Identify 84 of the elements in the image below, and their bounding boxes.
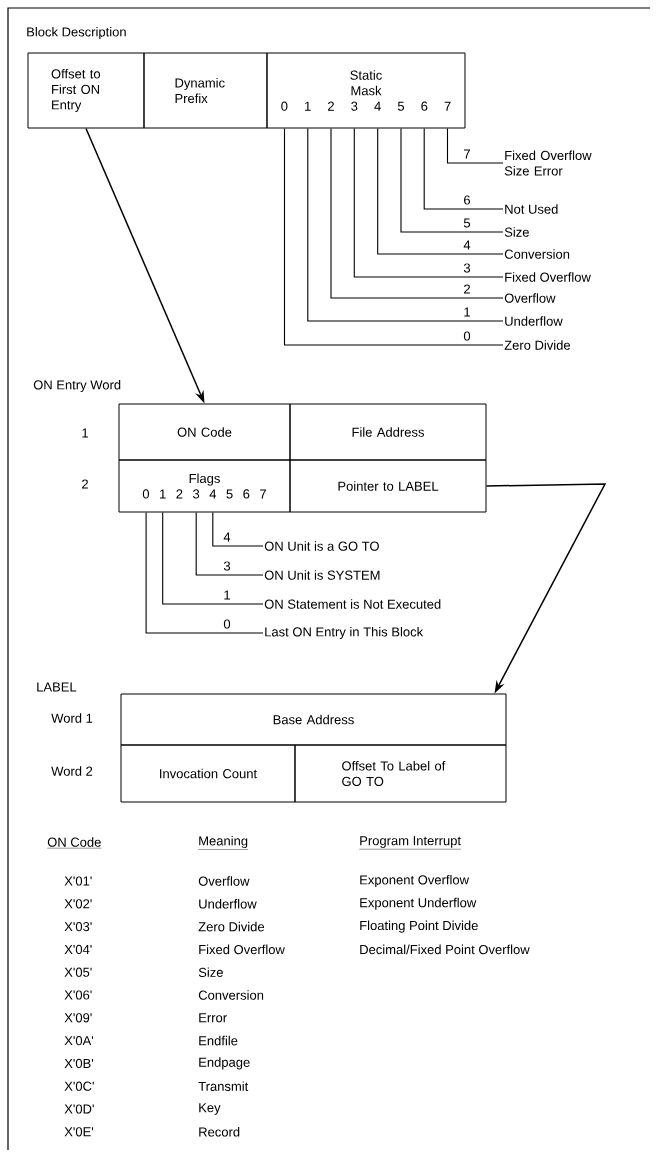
column-header: Program Interrupt xyxy=(359,836,462,850)
table-text: Key xyxy=(199,1103,221,1115)
bit-description: ON Statement is Not Executed xyxy=(264,599,441,609)
bit-description: Zero Divide xyxy=(504,340,571,350)
bit-number: 3 xyxy=(222,560,232,572)
table-text: X'03' xyxy=(64,922,92,932)
section-heading: ON Entry Word xyxy=(33,379,121,393)
field-box: Offset To Label of GO TO xyxy=(294,744,507,803)
leader-line xyxy=(400,127,504,233)
table-text: Endfile xyxy=(199,1035,238,1046)
table-text: X'09' xyxy=(64,1013,92,1023)
leader-line xyxy=(330,127,504,299)
leader-line xyxy=(195,511,264,576)
table-text: Record xyxy=(199,1127,240,1137)
table-text: Fixed Overflow xyxy=(199,944,285,955)
leader-line xyxy=(145,511,264,634)
table-text: X'06' xyxy=(64,990,92,1000)
bit-description: Fixed Overflow Size Error xyxy=(504,150,592,176)
bit-description: Not Used xyxy=(505,204,558,214)
bit-description: Underflow xyxy=(505,316,563,326)
bit-number: 7 xyxy=(462,148,472,160)
bit-number: 1 xyxy=(222,589,232,601)
table-text: X'0D' xyxy=(64,1104,94,1114)
section-heading: Block Description xyxy=(27,26,126,40)
field-box: Offset to First ON Entry xyxy=(27,52,145,129)
leader-line xyxy=(283,127,504,346)
column-header: ON Code xyxy=(47,837,102,849)
bit-description: Conversion xyxy=(504,249,570,259)
word-label: Word 2 xyxy=(51,766,93,776)
section-heading: LABEL xyxy=(37,682,77,692)
bit-description: Overflow xyxy=(504,293,556,303)
leader-line xyxy=(212,511,264,547)
leader-line xyxy=(162,511,264,605)
word-label: Word 1 xyxy=(51,713,93,723)
field-box: Pointer to LABEL xyxy=(289,459,487,513)
field-box: Base Address xyxy=(120,693,507,746)
column-header: Meaning xyxy=(198,835,249,850)
field-box: Flags 0 1 2 3 4 5 6 7 xyxy=(118,459,291,513)
bit-description: ON Unit is a GO TO xyxy=(264,541,379,551)
row-number: 2 xyxy=(82,479,88,489)
leader-line xyxy=(377,127,504,255)
table-text: X'0B' xyxy=(64,1058,94,1068)
bit-number: 0 xyxy=(222,618,232,630)
table-text: X'01' xyxy=(64,876,92,886)
bit-number: 5 xyxy=(462,217,472,229)
bit-number: 4 xyxy=(222,531,232,543)
table-text: X'04' xyxy=(64,944,92,954)
field-box: ON Code xyxy=(118,403,291,461)
table-text: X'0C' xyxy=(64,1081,94,1091)
table-text: Underflow xyxy=(199,899,257,909)
table-text: X'05' xyxy=(64,967,92,977)
table-text: Floating Point Divide xyxy=(360,920,478,933)
bit-number: 6 xyxy=(462,194,472,206)
table-text: Size xyxy=(198,967,223,977)
bit-description: Size xyxy=(504,227,529,237)
table-text: X'0A' xyxy=(64,1036,94,1046)
leader-line xyxy=(307,127,504,322)
field-box: File Address xyxy=(289,403,487,461)
table-text: Overflow xyxy=(198,876,250,886)
table-text: Decimal/Fixed Point Overflow xyxy=(360,944,530,955)
bit-number: 2 xyxy=(462,283,472,295)
bit-number: 4 xyxy=(462,239,472,251)
table-text: Exponent Overflow xyxy=(360,874,470,888)
leader-line xyxy=(446,127,504,164)
field-box: Static Mask 0 1 2 3 4 5 6 7 xyxy=(266,52,466,129)
row-number: 1 xyxy=(82,428,88,438)
bit-number: 1 xyxy=(462,306,472,318)
leader-line xyxy=(353,127,504,278)
table-text: Error xyxy=(199,1013,227,1023)
table-text: Endpage xyxy=(199,1057,250,1070)
bit-description: ON Unit is SYSTEM xyxy=(264,570,380,580)
field-box: Invocation Count xyxy=(120,744,296,803)
table-text: Zero Divide xyxy=(198,921,265,932)
bit-description: Last ON Entry in This Block xyxy=(265,626,424,640)
leader-line xyxy=(423,127,504,210)
field-box: Dynamic Prefix xyxy=(143,52,268,129)
bit-number: 0 xyxy=(462,330,472,342)
table-text: X'02' xyxy=(64,899,92,909)
table-text: Exponent Underflow xyxy=(360,897,477,910)
bit-number: 3 xyxy=(462,262,472,274)
table-text: X'0E' xyxy=(64,1127,94,1137)
table-text: Transmit xyxy=(198,1081,249,1091)
bit-description: Fixed Overflow xyxy=(505,272,591,282)
table-text: Conversion xyxy=(198,990,264,1000)
